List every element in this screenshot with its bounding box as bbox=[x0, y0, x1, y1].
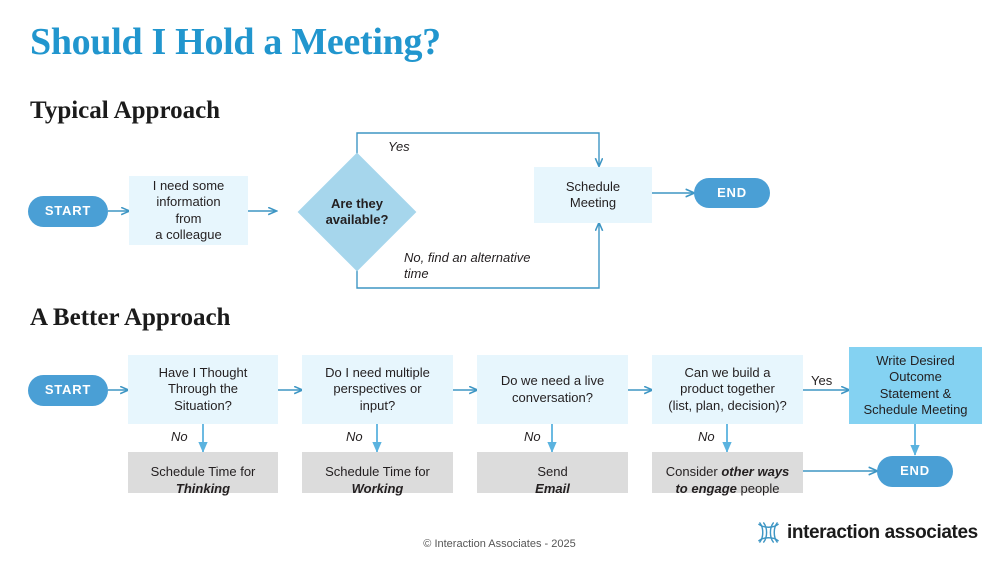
better-final-write-desired-outcome[interactable]: Write Desired Outcome Statement & Schedu… bbox=[849, 347, 982, 424]
section-heading-typical: Typical Approach bbox=[30, 97, 221, 124]
better-outcome-4-emphasis: other ways to engage bbox=[675, 464, 790, 496]
typical-step-need-info[interactable]: I need some information from a colleague bbox=[129, 176, 248, 245]
better-outcome-4[interactable]: Consider other ways to engage people bbox=[652, 452, 803, 496]
better-outcome-1-emphasis: Thinking bbox=[175, 480, 231, 496]
better-outcome-4-prefix: Consider bbox=[665, 464, 722, 480]
brand-wordmark: interaction associates bbox=[787, 521, 978, 543]
woven-lines-icon bbox=[758, 522, 779, 543]
better-no-label-1: No bbox=[171, 429, 188, 444]
better-outcome-3-prefix: Send bbox=[537, 464, 568, 480]
better-no-label-2: No bbox=[346, 429, 363, 444]
typical-edge-label-yes: Yes bbox=[388, 139, 410, 154]
better-outcome-2-emphasis: Working bbox=[351, 480, 404, 496]
better-question-4[interactable]: Can we build a product together (list, p… bbox=[652, 355, 803, 424]
better-no-label-4: No bbox=[698, 429, 715, 444]
better-outcome-1[interactable]: Schedule Time for Thinking bbox=[128, 452, 278, 496]
typical-schedule-meeting-box[interactable]: Schedule Meeting bbox=[534, 167, 652, 223]
typical-edge-label-no: No, find an alternative time bbox=[404, 250, 531, 282]
typical-start-pill[interactable]: START bbox=[28, 196, 108, 227]
better-question-3[interactable]: Do we need a live conversation? bbox=[477, 355, 628, 424]
better-end-pill[interactable]: END bbox=[877, 456, 953, 487]
better-outcome-2[interactable]: Schedule Time for Working bbox=[302, 452, 453, 496]
better-outcome-1-prefix: Schedule Time for bbox=[150, 464, 256, 480]
better-question-1[interactable]: Have I Thought Through the Situation? bbox=[128, 355, 278, 424]
copyright-text: © Interaction Associates - 2025 bbox=[423, 538, 576, 550]
typical-decision-are-they-available[interactable]: Are they available? bbox=[325, 195, 389, 227]
better-no-label-3: No bbox=[524, 429, 541, 444]
better-yes-label: Yes bbox=[811, 373, 833, 388]
better-question-2[interactable]: Do I need multiple perspectives or input… bbox=[302, 355, 453, 424]
better-outcome-3-emphasis: Email bbox=[535, 480, 570, 496]
better-outcome-2-prefix: Schedule Time for bbox=[325, 464, 430, 480]
page-title: Should I Hold a Meeting? bbox=[30, 21, 441, 63]
typical-end-pill[interactable]: END bbox=[694, 178, 770, 208]
better-start-pill[interactable]: START bbox=[28, 375, 108, 406]
section-heading-better: A Better Approach bbox=[30, 304, 231, 331]
brand-logo: interaction associates bbox=[757, 521, 978, 544]
better-outcome-4-suffix: people bbox=[736, 480, 780, 496]
better-outcome-3[interactable]: Send Email bbox=[477, 452, 628, 496]
